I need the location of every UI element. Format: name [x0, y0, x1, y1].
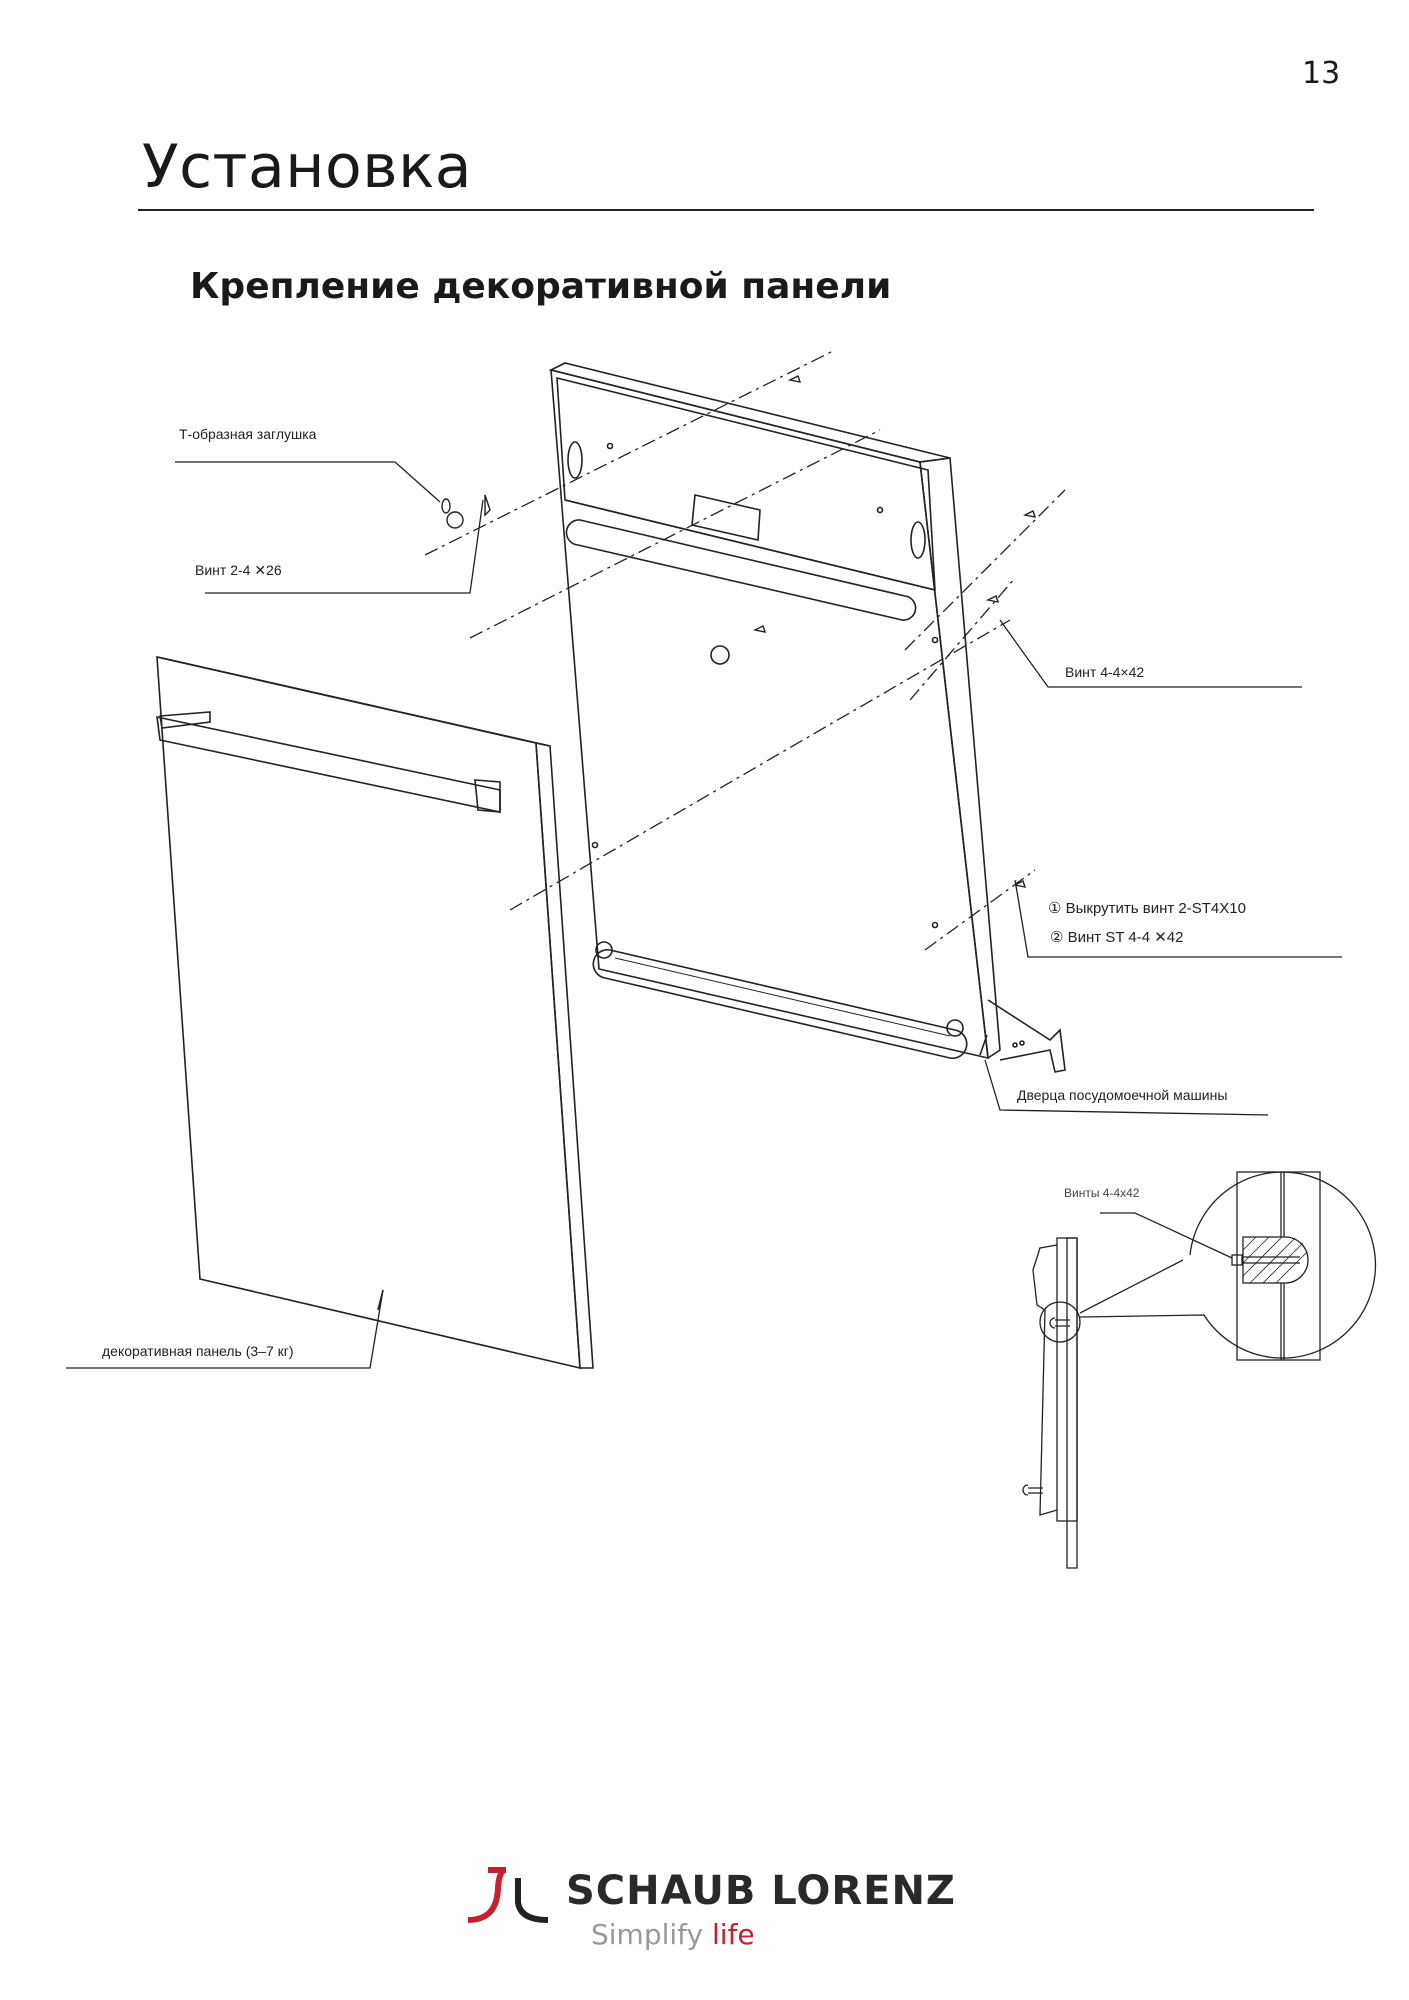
label-step-2: ② Винт ST 4-4 ✕42: [1050, 929, 1184, 946]
logo-name: SCHAUB LORENZ: [566, 1868, 956, 1914]
side-section-drawing: [1022, 1171, 1377, 1569]
label-screw-4-4x42: Винт 4-4×42: [1065, 664, 1145, 680]
axis-lines: [424, 349, 1066, 951]
label-screw-2-4x26: Винт 2-4 ✕26: [195, 562, 282, 578]
logo-tagline-accent: life: [712, 1918, 755, 1951]
label-dishwasher-door: Дверца посудомоечной машины: [1017, 1087, 1228, 1103]
logo-tagline-text: Simplify: [591, 1918, 704, 1951]
label-step-1: ① Выкрутить винт 2-ST4X10: [1048, 900, 1246, 917]
logo-mark-icon: [467, 1867, 549, 1923]
label-decorative-panel: декоративная панель (3–7 кг): [102, 1343, 294, 1359]
screws-and-plugs: [441, 375, 1037, 888]
page-number: 13: [1302, 56, 1341, 91]
label-t-plug: Т-образная заглушка: [179, 426, 317, 442]
dishwasher-door-drawing: [548, 362, 1066, 1073]
page-title: Установка: [142, 132, 473, 202]
leader-lines: [66, 461, 1342, 1369]
title-divider: [138, 209, 1314, 211]
section-heading: Крепление декоративной панели: [190, 266, 892, 307]
label-screws-detail: Винты 4-4x42: [1064, 1186, 1140, 1200]
brand-logo: SCHAUB LORENZ Simplify life: [466, 1860, 955, 1960]
decorative-panel-drawing: [156, 655, 594, 1370]
logo-tagline: Simplify life: [591, 1918, 755, 1951]
